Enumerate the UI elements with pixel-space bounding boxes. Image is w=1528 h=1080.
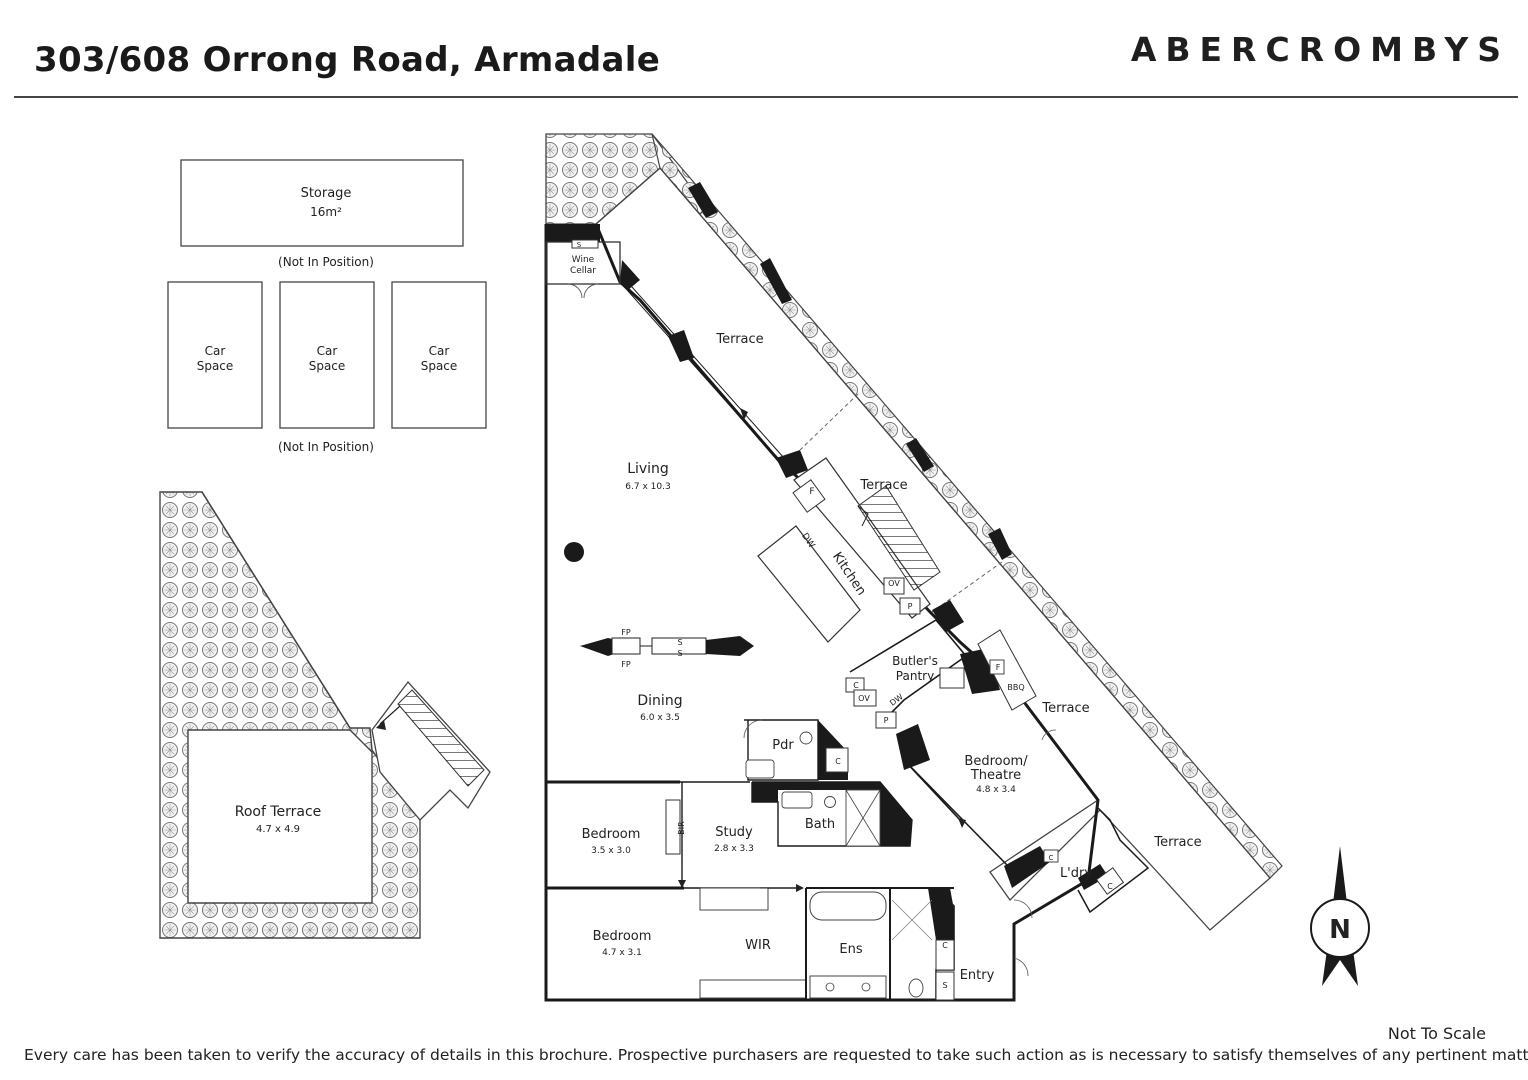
bedroom-2-label: Bedroom	[582, 827, 641, 842]
bbq-label: BBQ	[1007, 683, 1024, 692]
dining-label: Dining	[637, 693, 682, 709]
wir-label: WIR	[745, 938, 771, 953]
living-dims: 6.7 x 10.3	[625, 482, 670, 492]
room-labels: Terrace Terrace Terrace Terrace Living 6…	[582, 332, 1202, 990]
terrace-label-1: Terrace	[715, 332, 763, 347]
study-label: Study	[715, 825, 753, 840]
oven-label: OV	[888, 579, 900, 588]
north-compass: N	[1310, 846, 1370, 986]
study-dims: 2.8 x 3.3	[714, 844, 754, 854]
roof-terrace-plan: Roof Terrace 4.7 x 4.9	[159, 491, 491, 939]
ens-label: Ens	[839, 942, 862, 957]
apartment-plan: S Wine Cellar BIR	[544, 133, 1283, 1002]
page-title: 303/608 Orrong Road, Armadale	[34, 40, 661, 80]
bath-label: Bath	[805, 817, 835, 832]
pdr-label: Pdr	[772, 738, 794, 753]
bp-cupboard-label: C	[853, 681, 859, 690]
terrace-label-2: Terrace	[859, 478, 907, 493]
laundry-cupboard-label-2: C	[1049, 854, 1054, 862]
disclaimer: Every care has been taken to verify the …	[24, 1046, 1528, 1064]
bedroom-1-dims: 4.7 x 3.1	[602, 948, 642, 958]
pdr-cupboard-label: C	[835, 757, 841, 766]
butlers-pantry-label-2: Pantry	[896, 669, 934, 683]
car-note: (Not In Position)	[278, 440, 374, 454]
storage-note: (Not In Position)	[278, 255, 374, 269]
shelves-label: S	[577, 241, 582, 249]
north-label: N	[1329, 915, 1351, 945]
ens-shelves-label: S	[942, 981, 947, 990]
fridge-label: F	[809, 487, 814, 497]
shelves-label-top: S	[677, 638, 682, 647]
terrace-label-4: Terrace	[1153, 835, 1201, 850]
dining-dims: 6.0 x 3.5	[640, 713, 680, 723]
bp-dishwasher-label: DW	[888, 692, 905, 708]
car-space-3	[391, 281, 487, 429]
header-divider	[14, 96, 1518, 98]
bedroom-theatre-label-2: Theatre	[970, 768, 1021, 783]
pantry-label: P	[908, 602, 913, 611]
bedroom-2-dims: 3.5 x 3.0	[591, 846, 631, 856]
fireplace-label-top: FP	[621, 628, 631, 637]
car-space-1	[167, 281, 263, 429]
roof-terrace-label: Roof Terrace	[235, 804, 322, 820]
bp-pantry-label: P	[884, 716, 889, 725]
laundry-label: L'dry	[1060, 866, 1092, 881]
entry-label: Entry	[960, 968, 995, 983]
wine-cellar-label: Wine	[572, 255, 595, 265]
storage-area: 16m²	[310, 205, 342, 219]
bp-oven-label: OV	[858, 694, 870, 703]
storage-room: Storage 16m²	[180, 159, 464, 247]
wine-cellar-label-2: Cellar	[570, 266, 596, 276]
fireplace-label-bottom: FP	[621, 660, 631, 669]
butlers-pantry-label-1: Butler's	[892, 654, 938, 668]
car-space-2	[279, 281, 375, 429]
storage-label: Storage	[301, 186, 352, 201]
bedroom-theatre-dims: 4.8 x 3.4	[976, 785, 1016, 795]
brand-logo: ABERCROMBYS	[1130, 30, 1510, 69]
bbq-fridge-label: F	[996, 663, 1001, 672]
bir-label: BIR	[677, 821, 686, 835]
terrace-label-3: Terrace	[1041, 701, 1089, 716]
bedroom-theatre-label-1: Bedroom/	[964, 754, 1028, 769]
living-label: Living	[627, 461, 669, 477]
ens-cupboard-label: C	[942, 941, 948, 950]
shelves-label-bottom: S	[677, 649, 682, 658]
bedroom-1-label: Bedroom	[593, 929, 652, 944]
scale-note: Not To Scale	[1387, 1024, 1486, 1043]
roof-terrace-dims: 4.7 x 4.9	[256, 824, 300, 835]
laundry-cupboard-label: C	[1107, 882, 1113, 891]
